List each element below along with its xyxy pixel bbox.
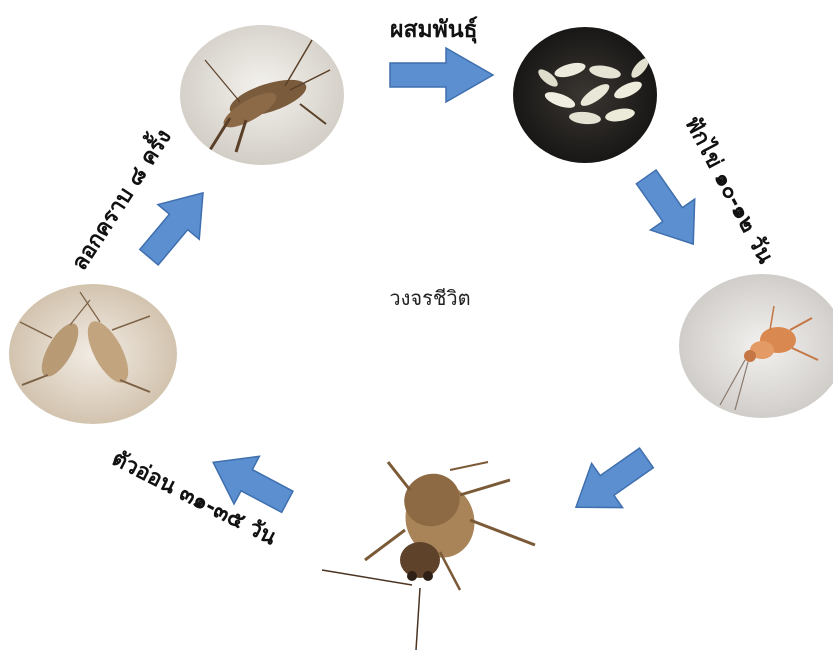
photo-nymphs bbox=[9, 284, 177, 424]
diagram-title: วงจรชีวิต bbox=[360, 282, 500, 314]
photo-eggs bbox=[513, 27, 657, 163]
arrow-to-adult bbox=[560, 436, 661, 530]
photo-hatchling bbox=[679, 274, 833, 418]
adult-cricket-icon bbox=[322, 462, 535, 650]
arrow-mating bbox=[390, 48, 493, 102]
photo-adult-pair bbox=[180, 25, 344, 165]
stage-label-mating: ผสมพันธุ์ bbox=[390, 12, 478, 48]
